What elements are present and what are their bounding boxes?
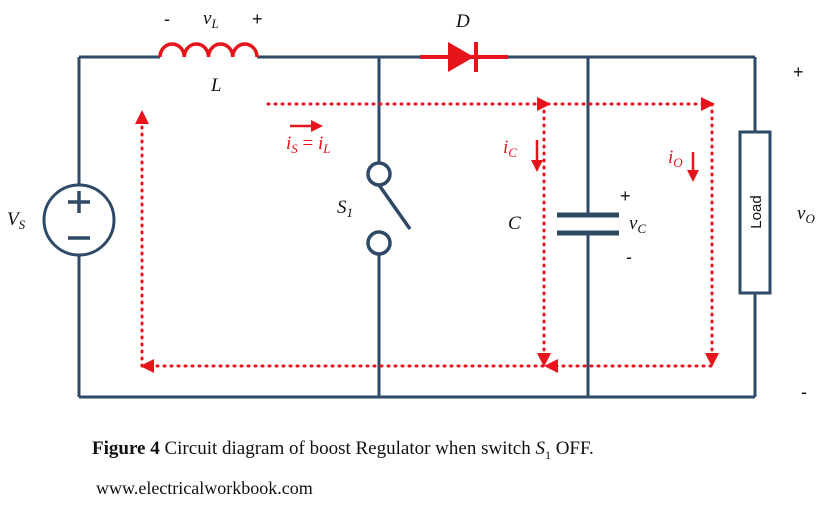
arrowhead-bottom-mid — [544, 359, 558, 373]
capacitor-plus-sign: + — [620, 186, 631, 206]
output-current-arrow — [687, 152, 699, 182]
caption-switch-name: S — [535, 438, 545, 459]
arrowhead-capacitor-down — [537, 353, 551, 367]
capacitor-label: C — [508, 213, 521, 234]
arrowhead-bottom-left — [140, 359, 154, 373]
switch-current-label: iS = iL — [286, 133, 331, 156]
voltage-source-symbol — [42, 183, 116, 257]
switch-current-arrow — [290, 120, 323, 132]
caption-prefix: Figure 4 — [92, 438, 160, 459]
output-current-label: iO — [668, 147, 683, 170]
output-plus-sign: + — [793, 62, 804, 82]
output-voltage-label: vO — [797, 203, 815, 226]
caption-text-end: OFF. — [550, 438, 594, 459]
switch-symbol — [366, 161, 412, 256]
arrowhead-left-up — [135, 110, 149, 124]
output-minus-sign: - — [801, 382, 807, 402]
website-link[interactable]: www.electricalworkbook.com — [96, 478, 313, 498]
circuit-diagram: VS L - vL + D S1 C + vC - Load + vO - — [7, 8, 815, 402]
caption-text: Circuit diagram of boost Regulator when … — [159, 438, 536, 459]
inductor-voltage-label: vL — [203, 8, 219, 31]
source-label: VS — [7, 209, 26, 232]
capacitor-voltage-label: vC — [629, 213, 646, 236]
arrowhead-load-down — [705, 353, 719, 367]
arrowhead-top-mid — [537, 97, 551, 111]
capacitor-current-label: iC — [503, 137, 517, 160]
diode-symbol — [420, 42, 508, 72]
figure-caption: Figure 4 Circuit diagram of boost Regula… — [92, 438, 594, 463]
arrowhead-top-right — [701, 97, 715, 111]
wires — [77, 55, 757, 399]
capacitor-minus-sign: - — [626, 247, 632, 267]
diode-label: D — [455, 11, 470, 32]
inductor-minus-sign: - — [164, 9, 170, 29]
inductor-symbol — [158, 42, 259, 58]
load-box — [738, 130, 772, 295]
caption-switch-sub: 1 — [544, 447, 551, 462]
switch-label: S1 — [337, 197, 353, 220]
inductor-plus-sign: + — [252, 9, 263, 29]
load-label: Load — [748, 195, 765, 228]
capacitor-symbol — [557, 212, 619, 236]
current-arrowheads — [135, 97, 719, 373]
inductor-label: L — [210, 75, 222, 96]
current-path — [140, 102, 714, 368]
capacitor-current-arrow — [531, 140, 543, 172]
